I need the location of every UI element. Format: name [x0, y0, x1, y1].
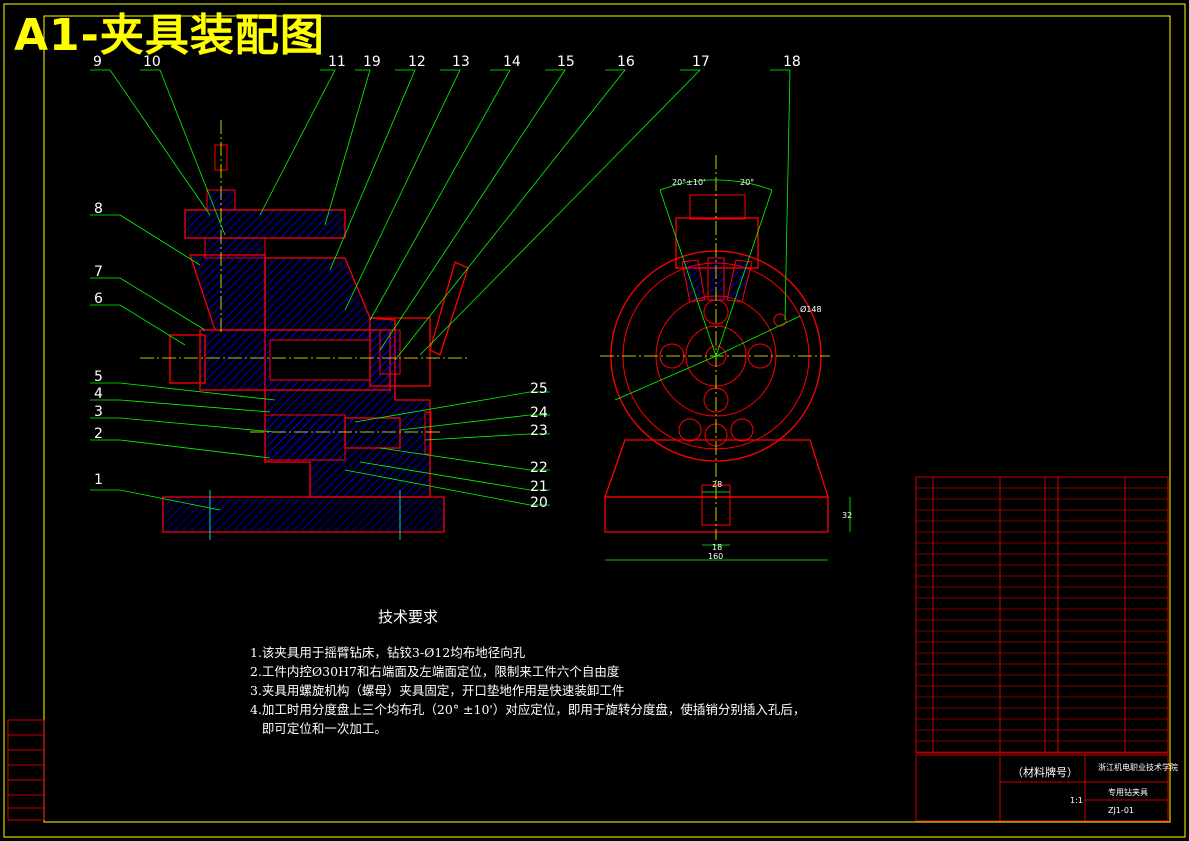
side-strip	[7, 719, 45, 821]
dim-width-top: 28	[712, 480, 722, 489]
scale: 1:1	[1070, 796, 1083, 805]
callout-16: 16	[617, 54, 635, 70]
end-view: 20°±10' 20° Ø148 28 18 160 32	[600, 155, 852, 561]
tech-item: 2.工件内控Ø30H7和右端面及左端面定位，限制来工件六个自由度	[250, 664, 620, 679]
school-name: 浙江机电职业技术学院	[1098, 763, 1178, 772]
callout-12: 12	[408, 54, 426, 70]
dim-hole-dia: Ø148	[800, 304, 822, 314]
callout-11: 11	[328, 54, 346, 70]
parts-list	[915, 476, 1169, 822]
parts-rows	[916, 487, 1168, 753]
tech-title: 技术要求	[378, 608, 439, 626]
tech-item: 3.夹具用螺旋机构（螺母）夹具固定，开口垫地作用是快速装卸工件	[250, 683, 625, 698]
callout-19: 19	[363, 54, 381, 70]
callout-24: 24	[530, 405, 548, 421]
callout-7: 7	[94, 264, 103, 280]
material-label: （材料牌号）	[1012, 766, 1078, 779]
callout-22: 22	[530, 460, 548, 476]
leader-lines	[90, 69, 791, 511]
part-name: 专用钻夹具	[1108, 788, 1148, 797]
callout-10: 10	[143, 54, 161, 70]
section-view	[140, 120, 470, 540]
drawing-number: ZJ1-01	[1108, 806, 1134, 815]
callout-1: 1	[94, 472, 103, 488]
callout-21: 21	[530, 479, 548, 495]
dim-overall-width: 160	[708, 552, 723, 561]
outer-frame	[3, 3, 1186, 838]
callout-14: 14	[503, 54, 521, 70]
drawing-banner: A1-夹具装配图	[14, 10, 325, 61]
dim-angle-left: 20°±10'	[672, 178, 705, 187]
callout-23: 23	[530, 423, 548, 439]
callout-25: 25	[530, 381, 548, 397]
tech-item: 4.加工时用分度盘上三个均布孔（20° ±10'）对应定位，即用于旋转分度盘，使…	[250, 702, 806, 717]
callout-20: 20	[530, 495, 548, 511]
callout-13: 13	[452, 54, 470, 70]
inner-frame	[43, 15, 1171, 823]
dim-height-side: 32	[842, 511, 852, 520]
callout-6: 6	[94, 291, 103, 307]
callout-4: 4	[94, 386, 103, 402]
tech-item: 1.该夹具用于摇臂钻床，钻铰3-Ø12均布地径向孔	[250, 645, 526, 660]
callout-3: 3	[94, 404, 103, 420]
dim-angle-right: 20°	[740, 178, 754, 187]
callout-15: 15	[557, 54, 575, 70]
callout-2: 2	[94, 426, 103, 442]
tech-item: 即可定位和一次加工。	[250, 721, 387, 736]
callout-18: 18	[783, 54, 801, 70]
callout-5: 5	[94, 369, 103, 385]
callout-17: 17	[692, 54, 710, 70]
technical-requirements: 技术要求 1.该夹具用于摇臂钻床，钻铰3-Ø12均布地径向孔 2.工件内控Ø30…	[250, 608, 805, 738]
dim-width-base: 18	[712, 543, 722, 552]
callout-9: 9	[93, 54, 102, 70]
callout-8: 8	[94, 201, 103, 217]
